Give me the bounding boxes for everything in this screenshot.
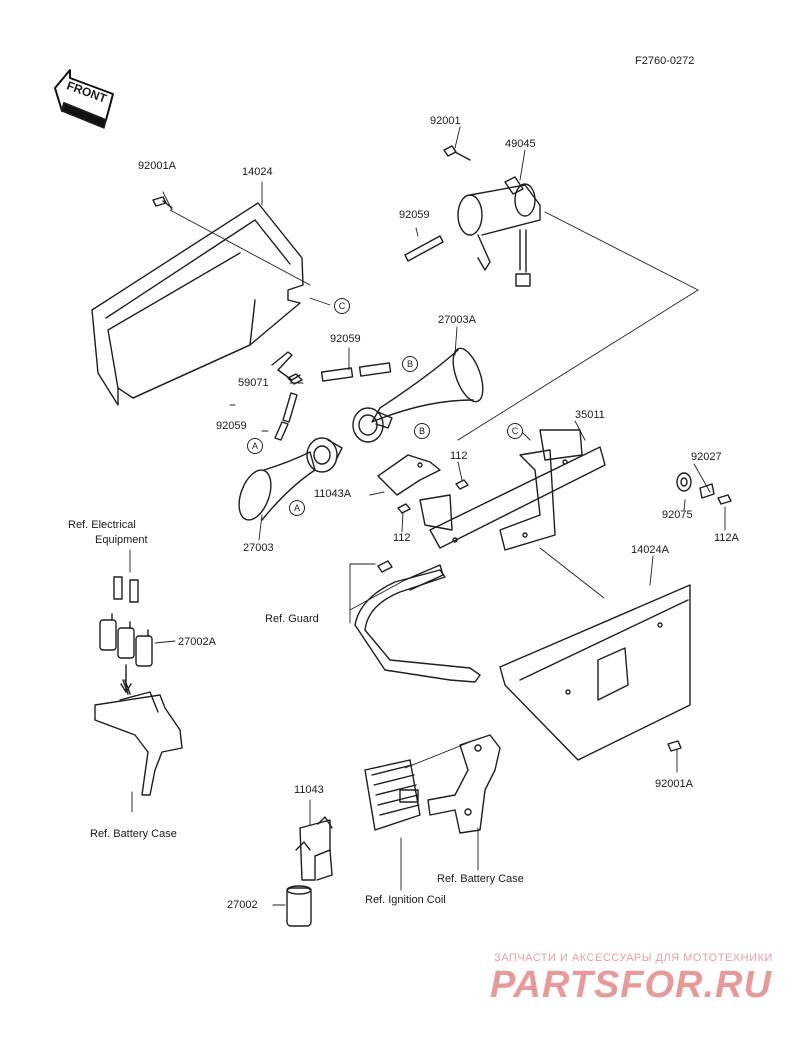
direction-arrow	[120, 664, 132, 693]
guard	[354, 560, 481, 683]
label-27002A: 27002A	[178, 636, 216, 648]
label-112-b: 112	[393, 532, 411, 544]
hose-92059-top	[404, 235, 444, 262]
bolt-92001	[443, 145, 471, 161]
solenoid-49045	[457, 176, 541, 287]
circle-label-c-top: C	[334, 298, 350, 314]
label-112A: 112A	[714, 532, 739, 544]
regulator	[364, 759, 421, 831]
label-27003A: 27003A	[438, 314, 476, 326]
horn-27003A	[352, 347, 484, 443]
label-92059-mid: 92059	[330, 333, 361, 345]
label-35011: 35011	[575, 409, 605, 421]
bolt-112-b	[397, 503, 411, 514]
label-27003: 27003	[243, 542, 274, 554]
relay-27002A	[99, 613, 153, 667]
cover-14024	[91, 202, 304, 406]
bolt-92001A-bottom	[667, 740, 682, 752]
leader-lines	[129, 126, 726, 906]
fuse-group	[113, 576, 139, 603]
label-92027: 92027	[691, 451, 722, 463]
label-49045: 49045	[505, 138, 536, 150]
cover-14024A	[499, 584, 691, 761]
bracket-11043A	[377, 454, 441, 496]
damper-92027	[699, 483, 715, 499]
label-14024A: 14024A	[631, 544, 669, 556]
tube-assembly	[271, 351, 392, 441]
diagram-code: F2760-0272	[635, 55, 695, 67]
collar-92075	[676, 472, 692, 492]
label-92075: 92075	[662, 509, 693, 521]
horn-27003	[238, 437, 343, 521]
label-59071: 59071	[238, 377, 269, 389]
watermark-logo: PARTSFOR.RU	[490, 964, 772, 1006]
label-11043: 11043	[294, 784, 324, 796]
front-arrow-icon	[54, 69, 114, 129]
watermark-tagline: ЗАПЧАСТИ И АКСЕССУАРЫ ДЛЯ МОТОТЕХНИКИ	[494, 952, 773, 964]
ref-ignition-coil: Ref. Ignition Coil	[365, 894, 446, 906]
ref-electrical-line1: Ref. Electrical	[68, 519, 136, 531]
ref-battery-case-left: Ref. Battery Case	[90, 828, 177, 840]
bolt-112-a	[455, 479, 469, 490]
label-27002: 27002	[227, 899, 258, 911]
label-92001A-bottom: 92001A	[655, 778, 693, 790]
ref-electrical-line2: Equipment	[95, 534, 148, 546]
label-92059-top: 92059	[399, 209, 430, 221]
circle-label-a-low: A	[289, 500, 305, 516]
circle-label-b-mid: B	[414, 423, 430, 439]
label-92059-low: 92059	[216, 420, 247, 432]
circle-label-a-left: A	[247, 438, 263, 454]
relay-27002	[286, 885, 312, 927]
bolt-112A	[717, 494, 732, 505]
bracket-11043	[295, 816, 333, 881]
ref-battery-case-right: Ref. Battery Case	[437, 873, 524, 885]
battery-case-right	[427, 734, 501, 834]
bolt-92001A-top	[152, 196, 173, 209]
battery-case-left	[94, 679, 183, 796]
circle-label-c-mid: C	[507, 423, 523, 439]
label-92001A-top: 92001A	[138, 160, 176, 172]
label-11043A: 11043A	[314, 488, 352, 500]
circle-label-b-top: B	[402, 356, 418, 372]
label-14024: 14024	[242, 166, 273, 178]
label-112-a: 112	[450, 450, 468, 462]
label-92001: 92001	[430, 115, 461, 127]
bracket-35011	[419, 429, 606, 551]
ref-guard: Ref. Guard	[265, 613, 319, 625]
